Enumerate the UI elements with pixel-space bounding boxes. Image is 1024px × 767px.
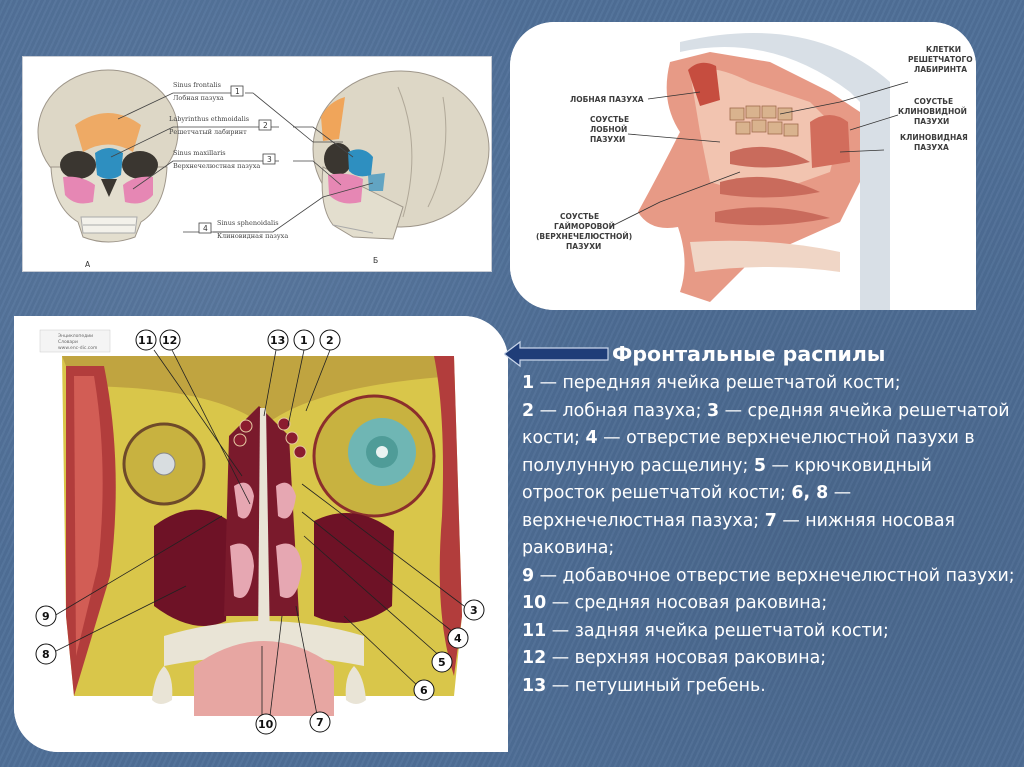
num-3: 3 [470,604,478,617]
frontal-number-labels: 11 12 13 1 2 9 8 3 4 5 6 10 7 [35,329,485,735]
num-13: 13 [270,334,285,347]
legend-num-7: 7 [764,510,777,531]
watermark-line-1: Энциклопедии [58,333,93,339]
skull-number-boxes: 1 2 3 4 [198,85,276,234]
legend-num-12: 12 [522,648,547,668]
legend-num-10: 10 [522,593,547,613]
label-maxillary-ostium-1: СОУСТЬЕ [560,212,599,221]
legend-num-1: 1 [522,373,535,393]
label-ethmoid-cells-1: КЛЕТКИ [926,45,961,54]
skull-num-1: 1 [235,87,240,96]
label-sphenoid-ostium-2: КЛИНОВИДНОЙ [898,107,967,116]
num-6: 6 [420,684,428,697]
skull-num-4: 4 [203,224,208,233]
num-4: 4 [454,632,462,645]
label-sphenoid-sinus-1: КЛИНОВИДНАЯ [900,133,968,142]
legend-num-13: 13 [522,675,547,696]
label-frontal-ostium-2: ЛОБНОЙ [590,125,627,134]
legend-desc-7: — нижняя носовая раковина; [522,510,955,559]
skull-sinus-figure: 1 2 3 4 Sinus frontalis Лобная пазуха La… [22,56,492,272]
legend-num-11: 11 [522,620,547,641]
legend-num-2: 2 [522,400,535,421]
num-2: 2 [326,334,334,347]
num-5: 5 [438,656,446,669]
num-8: 8 [42,648,50,661]
label-ethmoid-cells-2: РЕШЕТЧАТОГО [908,55,973,64]
label-sphenoid-ostium-1: СОУСТЬЕ [914,97,953,106]
legend-text-block: Фронтальные распилы 1 — передняя ячейка … [522,340,1018,700]
num-1: 1 [300,334,308,347]
frontal-leader-lines [53,349,465,721]
sagittal-illustration: ЛОБНАЯ ПАЗУХА СОУСТЬЕ ЛОБНОЙ ПАЗУХИ СОУС… [510,22,976,310]
label-frontal-ostium-3: ПАЗУХИ [590,135,625,144]
skull-leader-lines [110,92,374,233]
skull-view-a-label: А [85,260,91,269]
skull-num-3: 3 [267,155,272,164]
num-10: 10 [258,718,274,731]
sagittal-leader-lines [609,81,909,228]
num-11: 11 [138,334,153,347]
watermark-line-2: Словари [58,339,78,345]
frontal-section-figure: Энциклопедии Словари www.enc-dic.com [14,316,508,752]
ethmoid-cells [729,105,799,137]
num-9: 9 [42,610,50,623]
label-maxillary-ostium-3: (ВЕРХНЕЧЕЛЮСТНОЙ) [536,232,632,241]
legend-desc-11: — задняя ячейка решетчатой кости; [546,620,889,641]
legend-desc-2: — лобная пазуха; [534,400,707,421]
skull-latin-1: Sinus frontalis [173,81,221,89]
num-12: 12 [162,334,177,347]
num-7: 7 [316,716,324,729]
label-frontal-ostium-1: СОУСТЬЕ [590,115,629,124]
legend-num-9: 9 [522,565,535,586]
ethmoid-cells-frontal [233,417,307,459]
label-frontal-sinus: ЛОБНАЯ ПАЗУХА [570,95,644,104]
skull-russian-1: Лобная пазуха [173,94,224,102]
pointer-arrow-icon [504,340,609,368]
label-sphenoid-sinus-2: ПАЗУХА [914,143,949,152]
legend-num-6-8: 6, 8 [791,483,829,503]
skull-latin-2: Labyrinthus ethmoidalis [169,115,249,123]
watermark: Энциклопедии Словари www.enc-dic.com [39,329,111,353]
frontal-skull [37,69,179,243]
skull-russian-3: Верхнечелюстная пазуха [173,162,260,170]
label-ethmoid-cells-3: ЛАБИРИНТА [914,65,967,74]
legend-desc-12: — верхняя носовая раковина; [546,648,827,668]
legend-desc-9: — добавочное отверстие верхнечелюстной п… [534,565,1015,586]
legend-desc-4: — отверстие верхнечелюстной пазухи в пол… [522,428,975,476]
legend-desc-10: — средняя носовая раковина; [546,593,828,613]
skull-latin-3: Sinus maxillaris [173,149,226,157]
frontal-illustration: Энциклопедии Словари www.enc-dic.com [14,316,508,752]
skull-num-2: 2 [263,121,268,130]
legend-num-3: 3 [706,400,720,421]
legend-desc-13: — петушиный гребень. [546,675,766,696]
watermark-line-3: www.enc-dic.com [58,345,97,351]
skull-illustrations: 1 2 3 4 Sinus frontalis Лобная пазуха La… [37,69,490,269]
legend-description: 1 — передняя ячейка решетчатой кости; 2 … [522,370,1018,700]
skull-view-b-label: Б [373,256,378,265]
sagittal-section-figure: ЛОБНАЯ ПАЗУХА СОУСТЬЕ ЛОБНОЙ ПАЗУХИ СОУС… [510,22,976,310]
legend-desc-5: — крючковидный отросток решетчатой кости… [522,455,932,504]
section-heading: Фронтальные распилы [612,342,886,366]
legend-num-5: 5 [753,455,766,476]
label-sphenoid-ostium-3: ПАЗУХИ [914,117,949,126]
skull-russian-2: Решетчатый лабиринт [169,128,247,136]
legend-num-4: 4 [585,428,598,448]
legend-desc-1: — передняя ячейка решетчатой кости; [534,373,901,393]
skull-latin-4: Sinus sphenoidalis [217,219,279,227]
label-maxillary-ostium-4: ПАЗУХИ [566,242,601,251]
legend-desc-6-8: — верхнечелюстная пазуха; [522,483,852,531]
label-maxillary-ostium-2: ГАЙМОРОВОЙ [554,222,615,231]
lateral-skull [312,70,490,240]
legend-desc-3: — средняя ячейка решетчатой кости; [522,400,1010,449]
skull-russian-4: Клиновидная пазуха [217,232,288,240]
